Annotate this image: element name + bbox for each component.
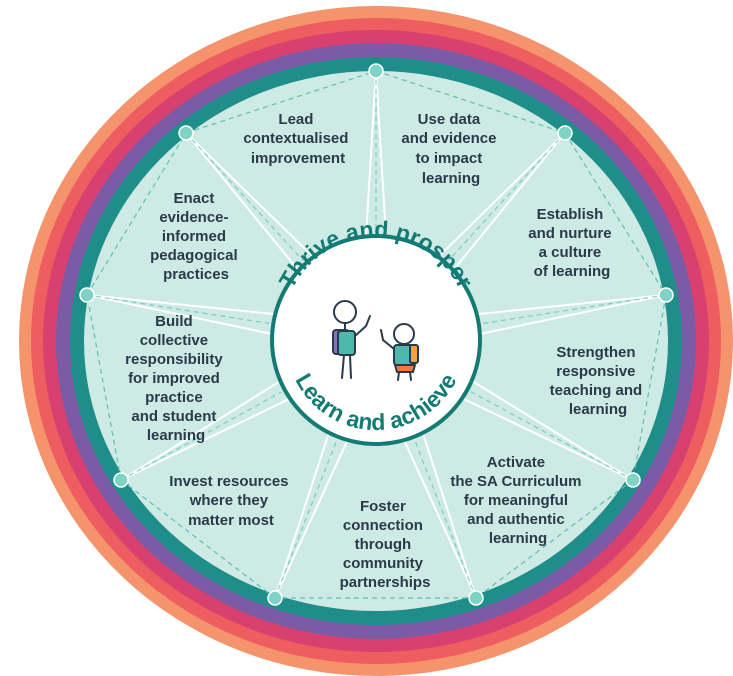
dashed-guide [274, 440, 338, 599]
spoke-nodes [79, 63, 674, 606]
dashed-guide [564, 132, 667, 296]
spoke-node [468, 590, 484, 606]
segment-label-invest: Invest resources where they matter most [169, 473, 292, 529]
spoke-line [274, 432, 330, 599]
spoke-line [421, 433, 477, 599]
spoke-line [480, 294, 667, 335]
dashed-guide [414, 440, 477, 599]
dashed-guide [120, 391, 282, 481]
dashed-guide [86, 132, 187, 296]
center-hub: Thrive and prosper Learn and achieve [270, 216, 482, 446]
spoke-line [185, 132, 314, 258]
spoke-line [120, 380, 281, 481]
spoke-node [368, 63, 384, 79]
dashed-guide [470, 391, 634, 481]
segment-label-use-data: Use data and evidence to impact learning [401, 111, 500, 187]
segment-label-activate: Activate the SA Curriculum for meaningfu… [450, 454, 585, 547]
dashed-guide [632, 294, 667, 481]
spoke-line [477, 294, 667, 316]
spoke-line [274, 440, 349, 599]
spoke-line [86, 294, 272, 335]
dashed-guide [185, 70, 377, 134]
spoke-node [625, 472, 641, 488]
segment-labels: Lead contextualised improvement Use data… [125, 111, 647, 591]
dashed-guide [375, 70, 566, 134]
center-circle-inner [274, 238, 478, 442]
dashed-guide [448, 132, 566, 261]
spoke-node [113, 472, 129, 488]
segment-label-foster: Foster connection through community part… [340, 498, 431, 591]
dashed-guides [86, 70, 667, 599]
spoke-line [120, 397, 291, 481]
spoke-node [178, 125, 194, 141]
spoke-line [471, 380, 634, 481]
spoke-line [375, 70, 387, 237]
spoke-node [79, 287, 95, 303]
segment-label-enact: Enact evidence- informed pedagogical pra… [150, 190, 242, 283]
spoke-node [557, 125, 573, 141]
dashed-guide [86, 294, 122, 481]
segment-label-build: Build collective responsibility for impr… [125, 313, 227, 444]
dashed-guide [86, 294, 270, 324]
spokes [86, 70, 667, 599]
segment-label-establish: Establish and nurture a culture of learn… [528, 206, 616, 280]
dashed-guide [475, 479, 634, 599]
spoke-line [462, 397, 634, 481]
children-illustration-icon [332, 300, 419, 381]
segment-label-lead: Lead contextualised improvement [243, 111, 352, 167]
spoke-line [452, 132, 566, 271]
spoke-line [185, 132, 300, 271]
spoke-node [267, 590, 283, 606]
spoke-line [403, 440, 477, 599]
dashed-guide [185, 132, 304, 261]
spoke-line [86, 294, 275, 316]
dashed-guide [482, 294, 667, 325]
spoke-line [365, 70, 377, 237]
segment-label-strengthen: Strengthen responsive teaching and learn… [550, 344, 647, 418]
spoke-node [658, 287, 674, 303]
spoke-line [438, 132, 566, 258]
